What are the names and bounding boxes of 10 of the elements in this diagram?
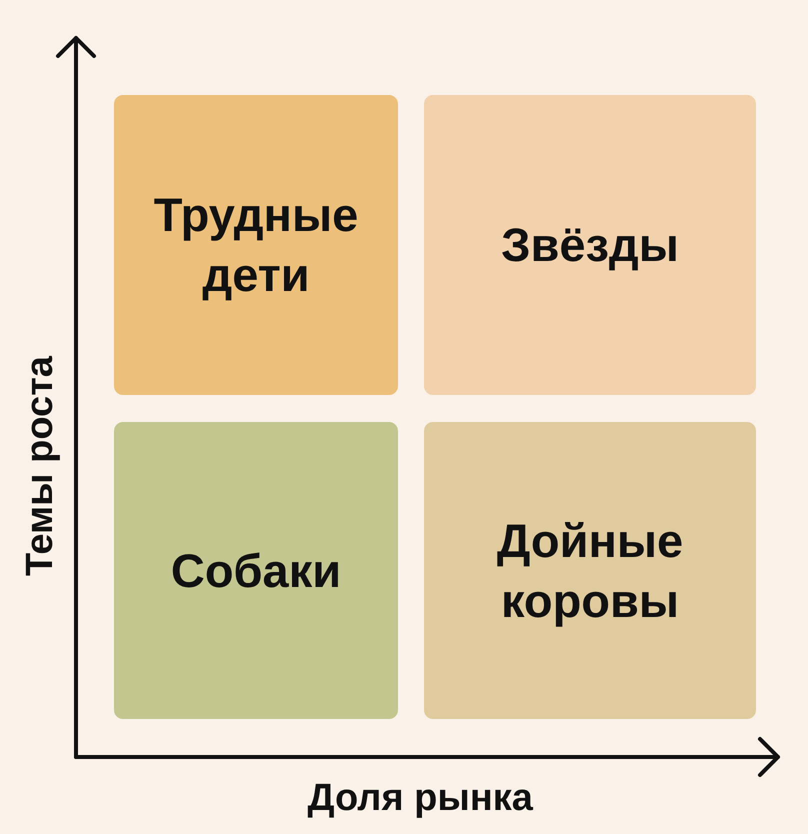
quadrant-title: Собаки bbox=[170, 542, 342, 598]
quadrant-panel bbox=[424, 422, 756, 719]
quadrant-panel bbox=[114, 422, 398, 719]
quadrant-panel bbox=[424, 95, 756, 395]
quadrant-panel bbox=[114, 95, 398, 395]
y-axis-label: Темы роста bbox=[18, 356, 62, 576]
quadrant-title: Трудные дети bbox=[152, 187, 360, 303]
quadrant-title: Звёзды bbox=[501, 217, 679, 273]
x-axis-label: Доля рынка bbox=[308, 776, 533, 820]
quadrant-title: Дойные коровы bbox=[496, 512, 684, 629]
